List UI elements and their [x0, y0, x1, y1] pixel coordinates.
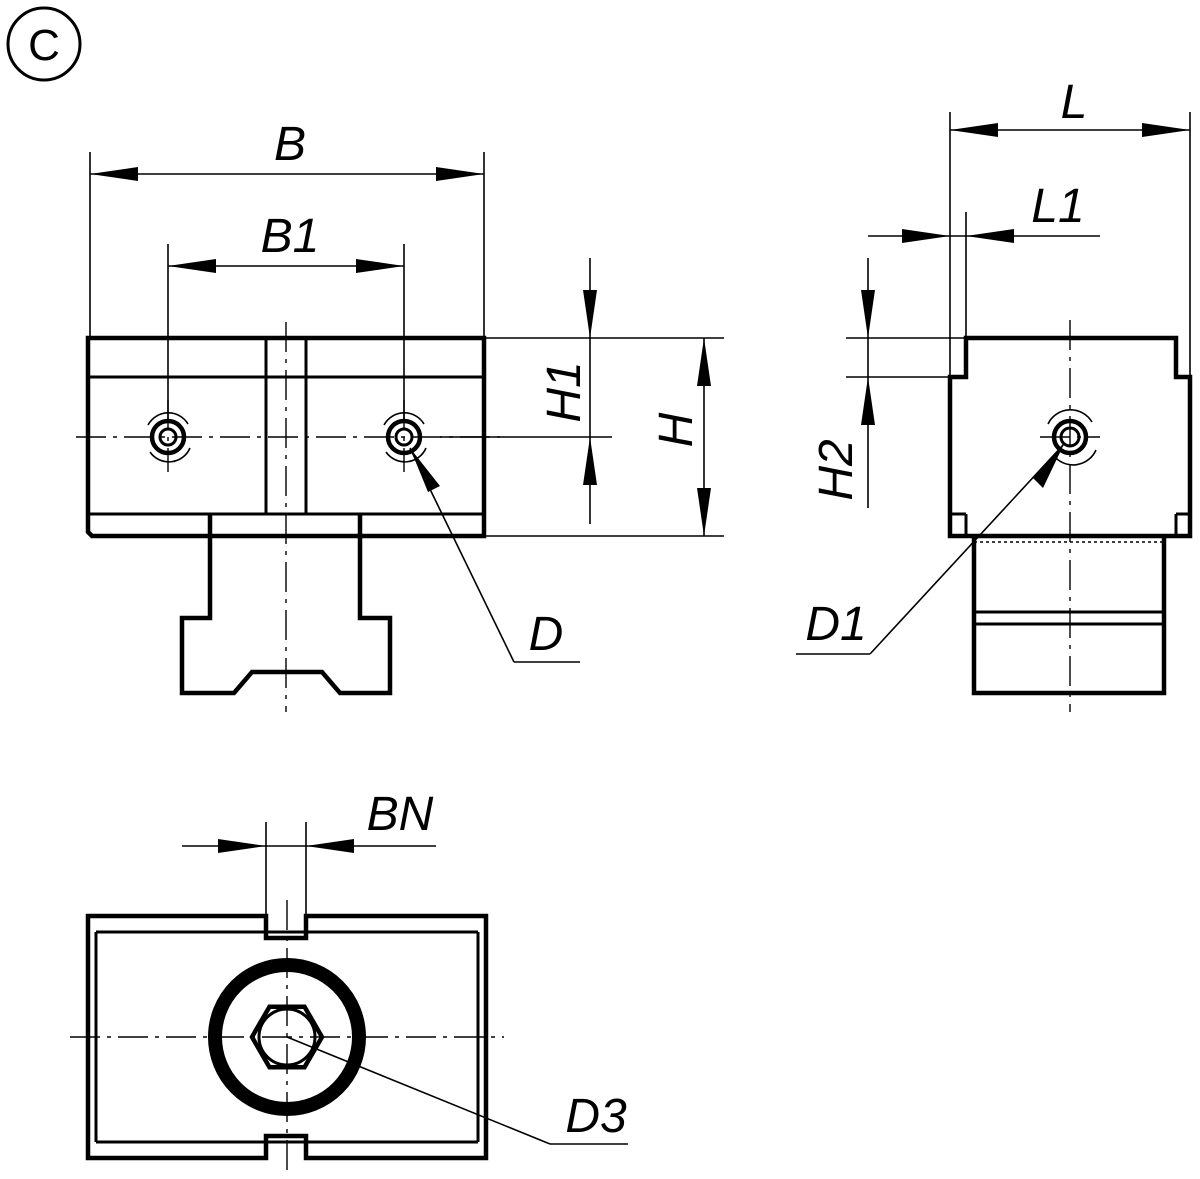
variant-marker-letter: C	[28, 21, 60, 70]
top-view	[70, 900, 504, 1170]
label-h2: H2	[810, 439, 863, 500]
label-l1: L1	[1031, 180, 1084, 233]
label-b1: B1	[261, 210, 320, 263]
dimension-b1: B1	[167, 210, 405, 420]
leader-d3: D3	[286, 1036, 628, 1145]
label-bn: BN	[367, 788, 434, 841]
label-l: L	[1061, 76, 1088, 129]
label-h: H	[650, 412, 703, 447]
dimension-l: L	[949, 76, 1191, 377]
label-d: D	[529, 608, 564, 661]
leader-d1: D1	[796, 443, 1065, 655]
dimension-h: H	[484, 337, 724, 537]
label-b: B	[274, 118, 306, 171]
dimension-b: B	[89, 118, 485, 338]
dimension-h2: H2	[810, 258, 966, 508]
dimension-l1: L1	[868, 180, 1100, 338]
variant-marker: C	[6, 6, 82, 82]
label-d3: D3	[565, 1090, 627, 1143]
label-h1: H1	[538, 361, 591, 422]
label-d1: D1	[805, 598, 866, 651]
dimension-bn: BN	[182, 788, 436, 938]
dimension-h1: H1	[440, 258, 612, 524]
side-view	[947, 320, 1193, 712]
leader-d: D	[409, 447, 580, 663]
front-view	[76, 322, 500, 712]
